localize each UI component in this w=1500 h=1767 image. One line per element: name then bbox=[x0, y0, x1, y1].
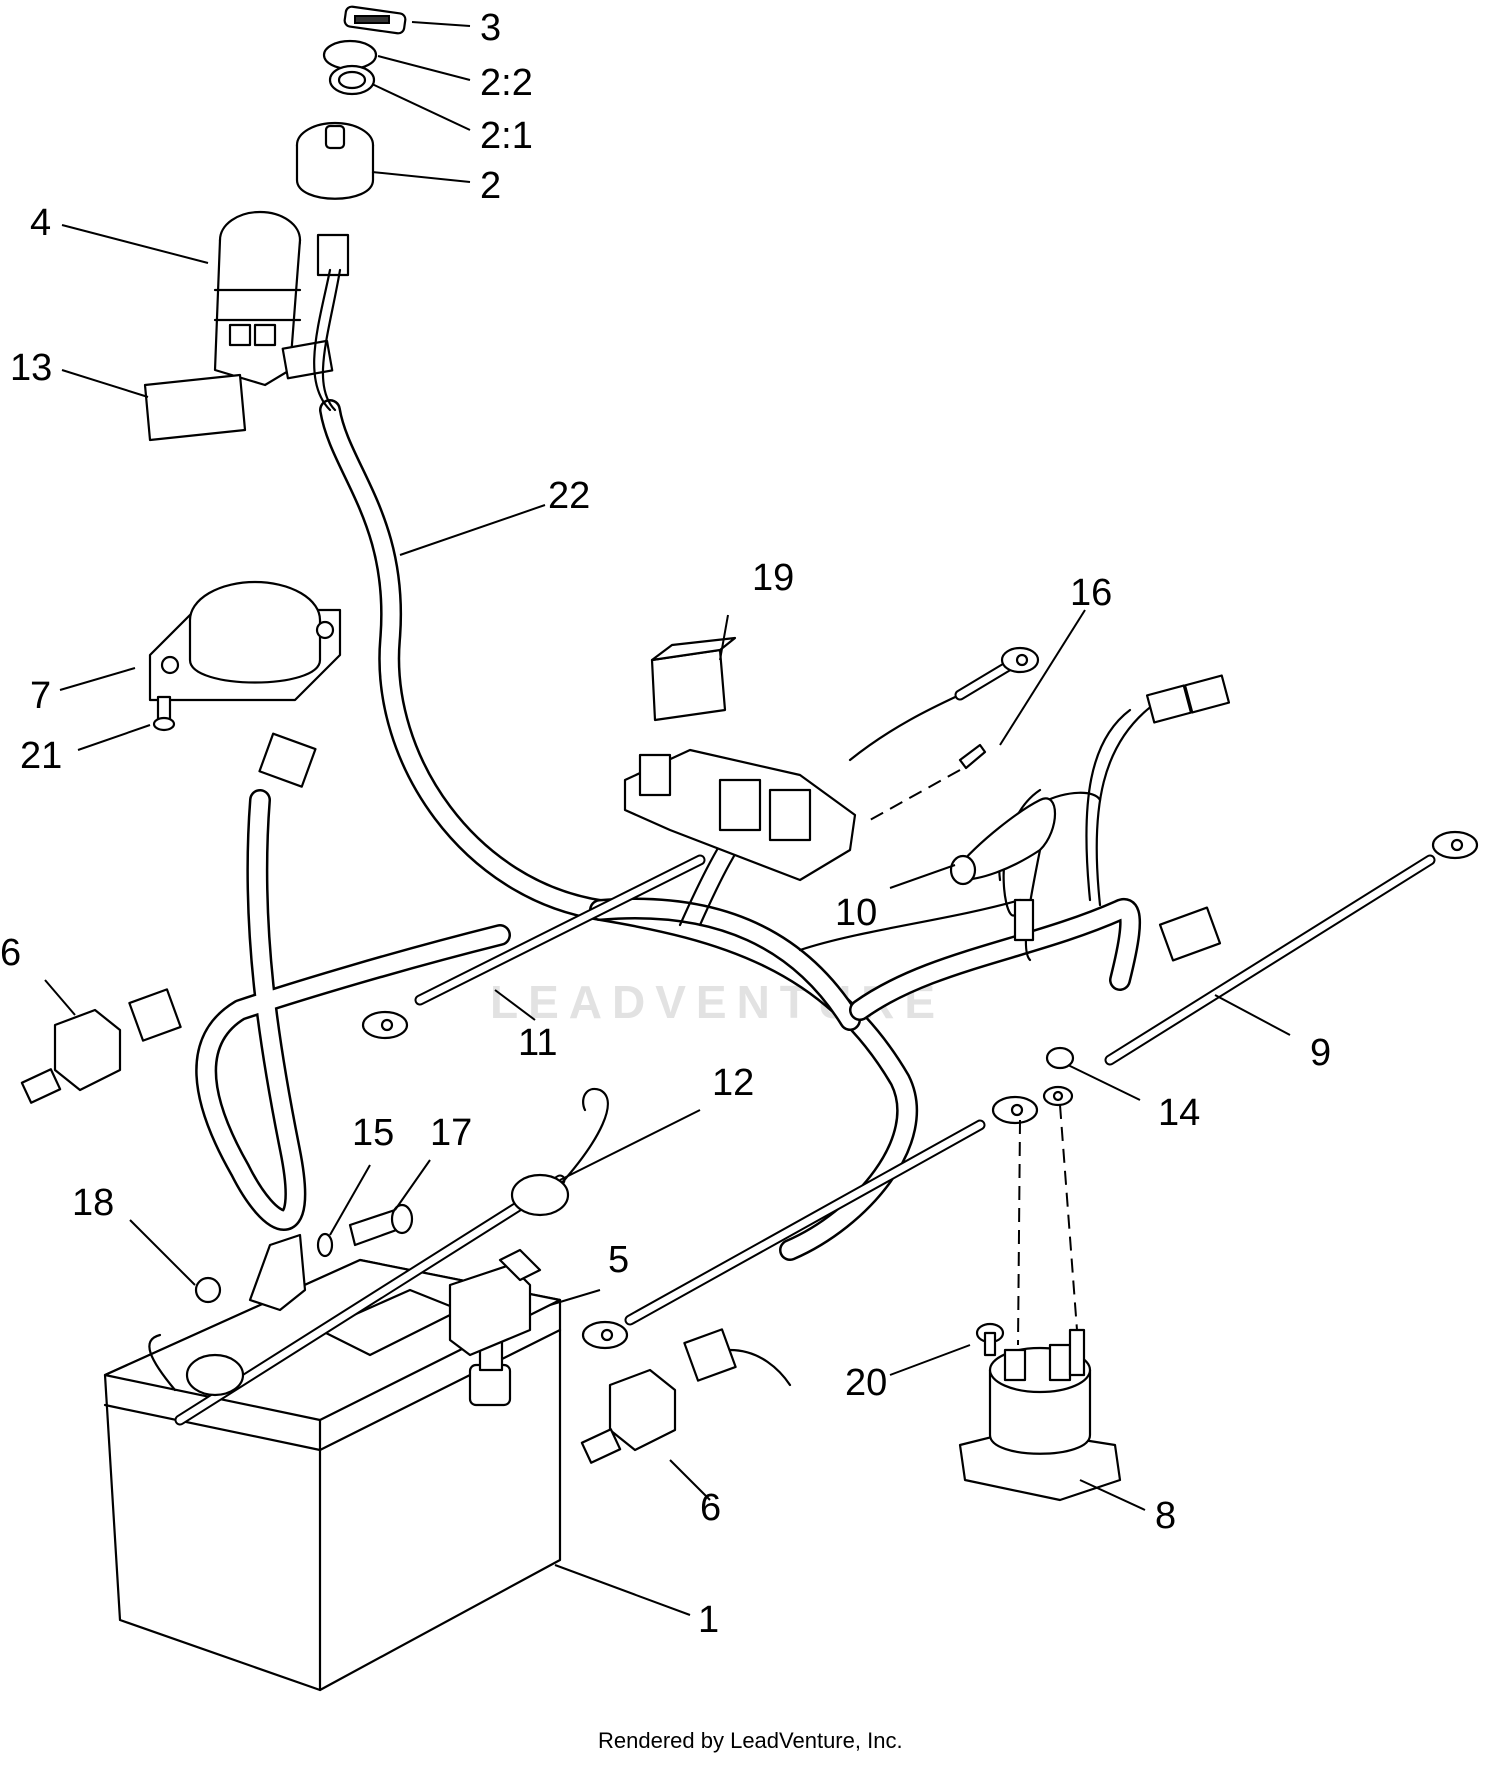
callout-1: 1 bbox=[698, 1599, 719, 1641]
hour-meter[interactable] bbox=[148, 580, 342, 702]
callout-5: 5 bbox=[608, 1239, 629, 1281]
callout-14: 14 bbox=[1158, 1092, 1200, 1134]
callout-10: 10 bbox=[835, 892, 877, 934]
callout-6-right: 6 bbox=[700, 1487, 721, 1529]
callout-18: 18 bbox=[72, 1182, 114, 1224]
terminal-cover[interactable] bbox=[448, 1248, 542, 1357]
callout-8: 8 bbox=[1155, 1495, 1176, 1537]
callout-4: 4 bbox=[30, 202, 51, 244]
fuse-block[interactable] bbox=[623, 748, 857, 882]
fuse-cover[interactable] bbox=[143, 373, 247, 442]
callout-2: 2 bbox=[480, 165, 501, 207]
ground-cable[interactable] bbox=[848, 646, 1040, 762]
starter-cable[interactable] bbox=[581, 1095, 1039, 1350]
callout-13: 13 bbox=[10, 347, 52, 389]
guide-line-solenoid-1 bbox=[1017, 1119, 1021, 1346]
interlock-connector[interactable] bbox=[258, 732, 317, 788]
callout-11: 11 bbox=[518, 1022, 557, 1064]
bracket-and-fasteners[interactable] bbox=[194, 1203, 414, 1312]
bolt-20[interactable] bbox=[975, 1322, 1005, 1357]
callout-labels: 3 2:2 2:1 2 4 13 22 19 16 7 21 10 6 11 9… bbox=[0, 7, 1331, 1641]
callout-9: 9 bbox=[1310, 1032, 1331, 1074]
callout-22: 22 bbox=[548, 475, 590, 517]
callout-7: 7 bbox=[30, 675, 51, 717]
guide-line-solenoid-2 bbox=[1059, 1104, 1078, 1331]
callout-2-2: 2:2 bbox=[480, 62, 533, 104]
ignition-key[interactable] bbox=[343, 5, 407, 35]
switch-6-right[interactable] bbox=[580, 1328, 792, 1464]
callout-21: 21 bbox=[20, 735, 62, 777]
battery-cable[interactable] bbox=[1104, 830, 1479, 1066]
switch-6-left[interactable] bbox=[20, 988, 182, 1104]
footer-credit: Rendered by LeadVenture, Inc. bbox=[598, 1728, 903, 1753]
callout-12: 12 bbox=[712, 1062, 754, 1104]
callout-3: 3 bbox=[480, 7, 501, 49]
starter-solenoid[interactable] bbox=[958, 1328, 1122, 1502]
harness-connector-right[interactable] bbox=[1158, 906, 1222, 962]
ignition-nuts[interactable] bbox=[322, 39, 378, 96]
screw-21[interactable] bbox=[152, 695, 176, 732]
nut-and-washer[interactable] bbox=[1042, 1046, 1075, 1107]
callout-2-1: 2:1 bbox=[480, 115, 533, 157]
cable-11[interactable] bbox=[361, 854, 706, 1040]
callout-17: 17 bbox=[430, 1112, 472, 1154]
ignition-switch[interactable] bbox=[295, 121, 375, 200]
terminal-boot[interactable] bbox=[949, 797, 1057, 962]
callout-20: 20 bbox=[845, 1362, 887, 1404]
callout-15: 15 bbox=[352, 1112, 394, 1154]
callout-16: 16 bbox=[1070, 572, 1112, 614]
key-switch-housing[interactable] bbox=[213, 210, 350, 412]
callout-19: 19 bbox=[752, 557, 794, 599]
screw-16[interactable] bbox=[869, 743, 987, 821]
callout-6-left: 6 bbox=[0, 932, 21, 974]
relay[interactable] bbox=[650, 636, 737, 722]
leader-lines bbox=[44, 21, 1291, 1616]
battery-hold-down[interactable] bbox=[148, 1087, 609, 1426]
harness-connector-top[interactable] bbox=[1145, 674, 1231, 724]
